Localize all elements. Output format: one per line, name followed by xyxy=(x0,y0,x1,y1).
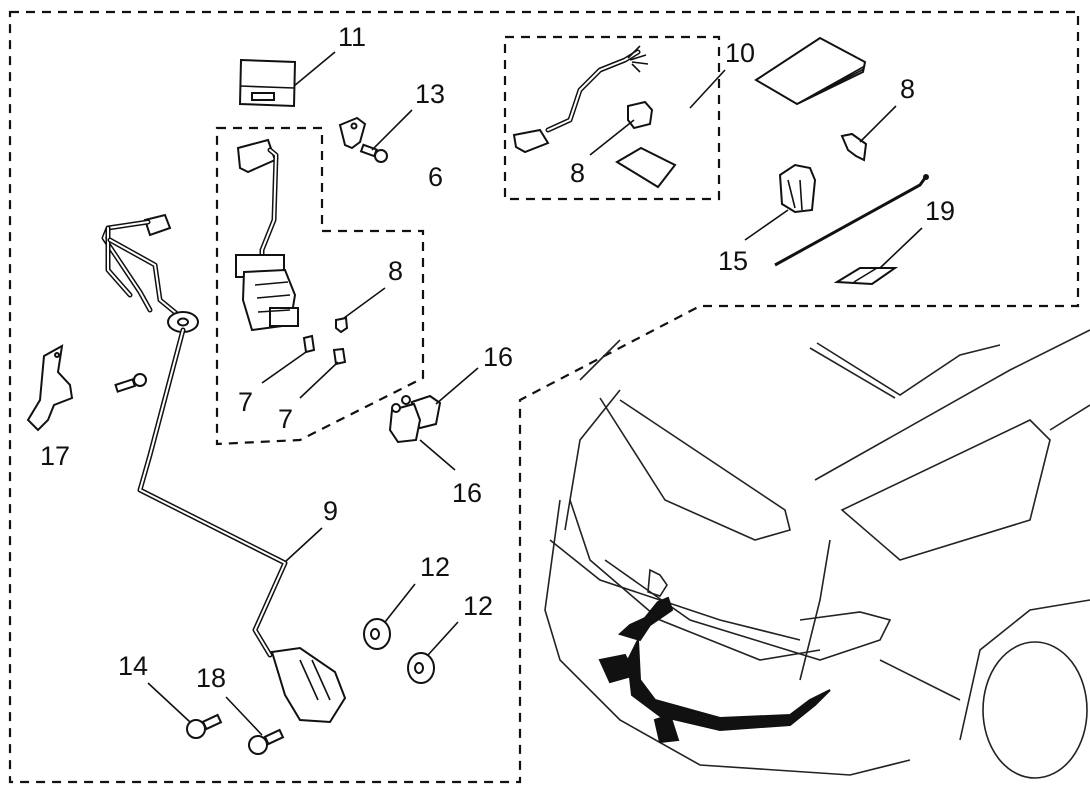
sub-harness-boundary xyxy=(215,126,425,446)
callout-15: 15 xyxy=(718,246,748,276)
clip-8-icon xyxy=(840,132,868,162)
instruction-manual-icon xyxy=(754,36,867,106)
callout-10: 10 xyxy=(725,38,755,68)
clip-8-icon xyxy=(627,100,654,130)
bracket-bolt-icon xyxy=(338,116,388,163)
callout-6: 6 xyxy=(428,162,443,192)
vehicle-rear-illustration xyxy=(544,329,1090,779)
grommet-nut-icon xyxy=(363,618,391,650)
bolt-icon xyxy=(248,728,285,755)
clip-8-icon xyxy=(335,316,349,334)
jumper-kit-boundary xyxy=(503,35,721,201)
callout-12: 12 xyxy=(463,591,493,621)
clip-7-icon xyxy=(302,334,316,354)
callout-8: 8 xyxy=(900,74,915,104)
callout-7: 7 xyxy=(238,387,253,417)
callout-12: 12 xyxy=(420,552,450,582)
callout-7: 7 xyxy=(278,404,293,434)
mounting-bracket-icon xyxy=(26,344,147,432)
clip-7-icon xyxy=(332,347,347,366)
callout-9: 9 xyxy=(323,496,338,526)
callout-19: 19 xyxy=(925,196,955,226)
relay-icon xyxy=(388,394,442,444)
callout-8: 8 xyxy=(570,158,585,188)
callout-11: 11 xyxy=(338,22,366,52)
adhesive-pad-icon xyxy=(833,267,899,286)
callout-8: 8 xyxy=(388,256,403,286)
main-harness-icon xyxy=(101,213,347,724)
control-module-icon xyxy=(238,58,297,108)
kit-boundary xyxy=(8,10,1080,784)
callout-18: 18 xyxy=(196,663,226,693)
callout-16: 16 xyxy=(452,478,482,508)
instruction-card-icon xyxy=(615,146,677,189)
sub-harness-connector-icon xyxy=(235,138,299,332)
jumper-harness-icon xyxy=(512,45,649,154)
bolt-icon xyxy=(186,713,223,739)
callout-14: 14 xyxy=(118,651,148,681)
grommet-nut-icon xyxy=(407,652,435,684)
cable-tie-icon xyxy=(774,177,927,267)
callout-16: 16 xyxy=(483,342,513,372)
connector-cover-icon xyxy=(778,163,817,214)
callout-17: 17 xyxy=(40,441,70,471)
callout-13: 13 xyxy=(415,79,445,109)
